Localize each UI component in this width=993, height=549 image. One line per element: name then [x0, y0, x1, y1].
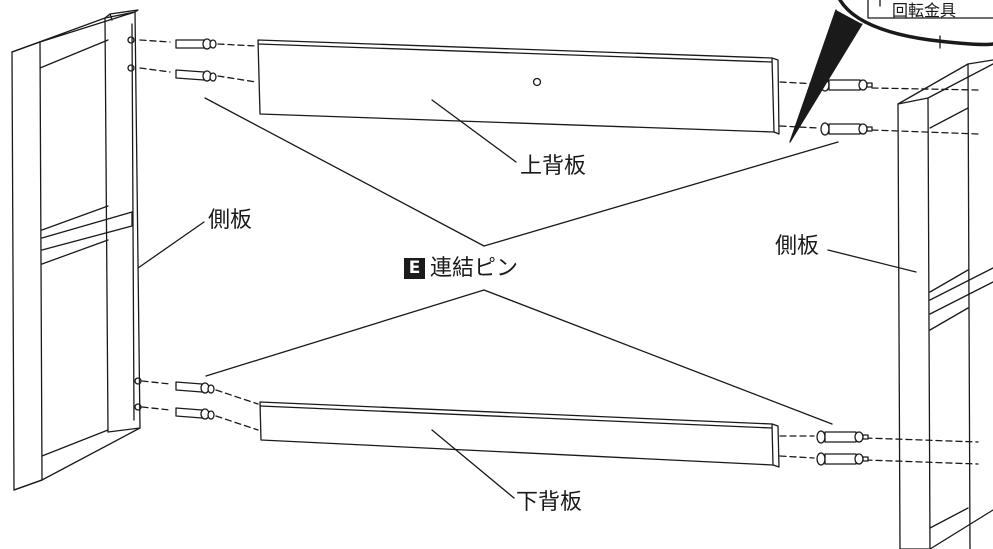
leader-lines [137, 97, 917, 499]
right-side-panel [897, 59, 993, 549]
connector-pins [139, 38, 979, 466]
top-back-panel-label: 上背板 [520, 154, 587, 179]
top-back-panel [257, 39, 780, 135]
left-side-panel-label: 側板 [208, 208, 253, 233]
bottom-back-panel-label: 下背板 [516, 490, 583, 515]
part-e-badge: E [404, 258, 425, 279]
callout-label: 回転金具 [892, 1, 957, 20]
left-side-panel [11, 9, 142, 491]
callout-magnifier [789, 0, 993, 143]
bottom-back-panel [259, 401, 780, 468]
connector-pin-text: 連結ピン [430, 256, 519, 281]
right-side-panel-label: 側板 [775, 234, 820, 259]
